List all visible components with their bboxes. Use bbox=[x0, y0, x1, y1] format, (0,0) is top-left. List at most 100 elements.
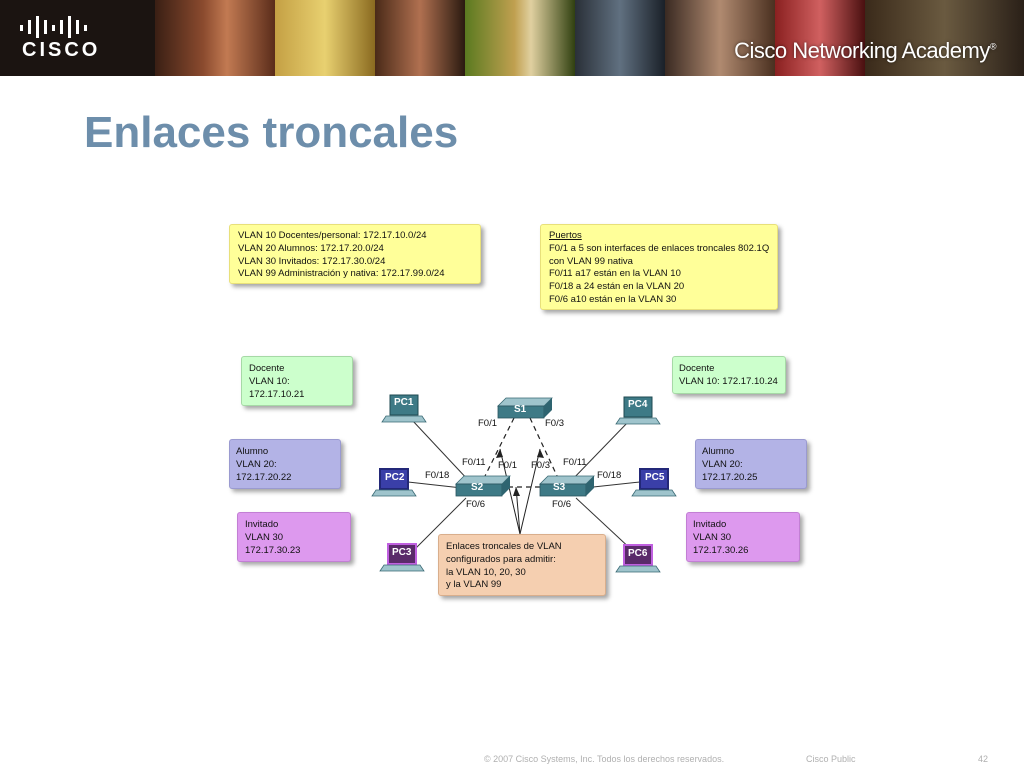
trunk-s1-s2 bbox=[483, 417, 515, 479]
pc4-label: PC4 bbox=[628, 399, 648, 410]
pc6-icon bbox=[615, 544, 661, 573]
cisco-bars-icon bbox=[20, 16, 87, 38]
port-label-s3-f011: F0/11 bbox=[563, 457, 587, 468]
switch-s3-label: S3 bbox=[553, 482, 566, 493]
pc6-info-box: Invitado VLAN 30 172.17.30.26 bbox=[686, 512, 800, 562]
trunk-s1-s3 bbox=[529, 417, 559, 479]
pc3-icon bbox=[379, 543, 425, 572]
ports-heading: Puertos bbox=[549, 230, 582, 241]
callout-arrowheads bbox=[496, 449, 544, 496]
banner-photo bbox=[375, 0, 465, 76]
host-role: Alumno bbox=[236, 446, 269, 457]
trunk-line: configurados para admitir: bbox=[446, 553, 556, 565]
ports-line: F0/11 a17 están en la VLAN 10 bbox=[549, 268, 681, 280]
switch-s1-icon bbox=[497, 397, 553, 419]
pc2-info-box: Alumno VLAN 20: 172.17.20.22 bbox=[229, 439, 341, 489]
pc6-label: PC6 bbox=[628, 548, 648, 559]
link-pc1-s2 bbox=[411, 419, 471, 483]
host-ip: 172.17.10.21 bbox=[249, 388, 305, 400]
callout-pointer bbox=[499, 448, 521, 535]
link-pc2-s2 bbox=[407, 481, 463, 489]
host-ip: 172.17.20.22 bbox=[236, 471, 292, 483]
pc4-icon bbox=[615, 396, 661, 425]
host-role: Invitado bbox=[245, 519, 279, 530]
footer-page-number: 42 bbox=[978, 754, 989, 764]
banner-photo-strip bbox=[155, 0, 1024, 76]
host-vlan: VLAN 20: bbox=[702, 458, 743, 470]
pc5-icon bbox=[631, 468, 677, 497]
arrowhead bbox=[537, 449, 544, 458]
ports-line: F0/6 a10 están en la VLAN 30 bbox=[549, 294, 677, 306]
link-pc6-s3 bbox=[575, 497, 635, 553]
cisco-logo: CISCO bbox=[18, 16, 138, 62]
ports-line: F0/1 a 5 son interfaces de enlaces tronc… bbox=[549, 242, 770, 254]
arrowhead bbox=[496, 449, 503, 458]
switch-s2-label: S2 bbox=[471, 482, 484, 493]
ports-box: Puertos F0/1 a 5 son interfaces de enlac… bbox=[540, 224, 778, 310]
trunk-info-box: Enlaces troncales de VLAN configurados p… bbox=[438, 534, 606, 596]
port-label-s2-f06: F0/6 bbox=[466, 499, 486, 510]
port-label-s1-f03: F0/3 bbox=[545, 418, 565, 429]
port-label-s2-f018: F0/18 bbox=[425, 470, 450, 481]
cisco-wordmark: CISCO bbox=[22, 39, 101, 61]
arrowhead bbox=[513, 487, 520, 496]
host-vlan-ip: VLAN 10: 172.17.10.24 bbox=[679, 375, 778, 387]
pc1-icon bbox=[381, 394, 427, 423]
header-banner: CISCO Cisco Networking Academy® bbox=[0, 0, 1024, 76]
pc4-info-box: Docente VLAN 10: 172.17.10.24 bbox=[672, 356, 786, 394]
host-role: Docente bbox=[679, 363, 715, 374]
vlan-line: VLAN 20 Alumnos: 172.17.20.0/24 bbox=[238, 242, 384, 254]
host-ip: 172.17.30.23 bbox=[245, 544, 301, 556]
footer-classification: Cisco Public bbox=[806, 754, 856, 764]
port-label-s3-f03: F0/3 bbox=[531, 460, 551, 471]
banner-photo bbox=[155, 0, 275, 76]
trunk-line: Enlaces troncales de VLAN bbox=[446, 541, 562, 552]
port-label-s2-f011: F0/11 bbox=[462, 457, 486, 468]
pc2-label: PC2 bbox=[385, 472, 405, 483]
host-vlan: VLAN 20: bbox=[236, 458, 277, 470]
banner-photo bbox=[665, 0, 775, 76]
vlan-line: VLAN 30 Invitados: 172.17.30.0/24 bbox=[238, 255, 386, 267]
port-label-s3-f06: F0/6 bbox=[552, 499, 572, 510]
academy-title: Cisco Networking Academy® bbox=[734, 38, 996, 63]
port-label-s3-f018: F0/18 bbox=[597, 470, 622, 481]
host-ip: 172.17.20.25 bbox=[702, 471, 758, 483]
pc5-info-box: Alumno VLAN 20: 172.17.20.25 bbox=[695, 439, 807, 489]
ports-line: F0/18 a 24 están en la VLAN 20 bbox=[549, 281, 685, 293]
pc2-icon bbox=[371, 468, 417, 497]
link-pc4-s3 bbox=[569, 419, 631, 483]
switch-s3-icon bbox=[539, 475, 595, 497]
host-role: Invitado bbox=[693, 519, 727, 530]
vlan-line: VLAN 10 Docentes/personal: 172.17.10.0/2… bbox=[238, 230, 427, 241]
pc3-info-box: Invitado VLAN 30 172.17.30.23 bbox=[237, 512, 351, 562]
banner-photo bbox=[575, 0, 665, 76]
vlan-definitions-box: VLAN 10 Docentes/personal: 172.17.10.0/2… bbox=[229, 224, 481, 284]
access-links bbox=[407, 419, 641, 553]
ports-line: con VLAN 99 nativa bbox=[549, 255, 633, 267]
trunk-line: la VLAN 10, 20, 30 bbox=[446, 566, 526, 578]
host-vlan: VLAN 30 bbox=[693, 531, 732, 543]
pc1-label: PC1 bbox=[394, 397, 414, 408]
banner-photo bbox=[775, 0, 865, 76]
host-vlan: VLAN 10: bbox=[249, 375, 290, 387]
pc3-label: PC3 bbox=[392, 547, 412, 558]
callout-pointer bbox=[519, 448, 541, 535]
host-ip: 172.17.30.26 bbox=[693, 544, 749, 556]
vlan-line: VLAN 99 Administración y nativa: 172.17.… bbox=[238, 268, 445, 280]
footer-copyright: © 2007 Cisco Systems, Inc. Todos los der… bbox=[484, 754, 725, 764]
trunk-line: y la VLAN 99 bbox=[446, 579, 502, 591]
host-role: Alumno bbox=[702, 446, 735, 457]
pc1-info-box: Docente VLAN 10: 172.17.10.21 bbox=[241, 356, 353, 406]
pc5-label: PC5 bbox=[645, 472, 665, 483]
slide-title: Enlaces troncales bbox=[84, 108, 459, 157]
banner-photo bbox=[465, 0, 575, 76]
banner-photo bbox=[275, 0, 375, 76]
port-label-s1-f01: F0/1 bbox=[478, 418, 498, 429]
switch-s2-icon bbox=[455, 475, 511, 497]
host-vlan: VLAN 30 bbox=[245, 531, 284, 543]
port-label-s2-f01: F0/1 bbox=[498, 460, 518, 471]
switch-s1-label: S1 bbox=[514, 404, 527, 415]
host-role: Docente bbox=[249, 363, 285, 374]
link-pc3-s2 bbox=[411, 497, 467, 553]
